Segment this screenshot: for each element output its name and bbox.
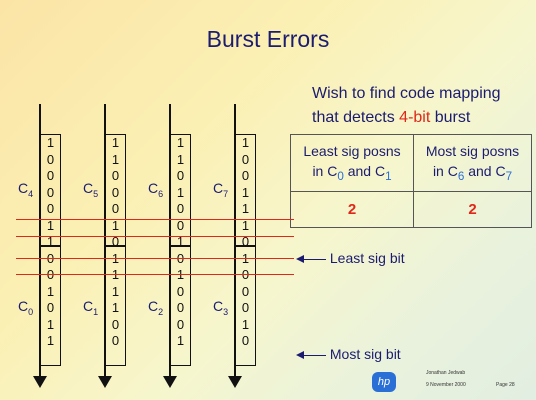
most-sig-arrow: Most sig bit: [296, 346, 401, 362]
bit-value: 0: [111, 333, 120, 348]
bit-value: 0: [236, 267, 255, 284]
bit-value: 0: [46, 300, 55, 315]
bit-value: 0: [176, 316, 185, 332]
column-bottom-label: C2: [148, 298, 164, 317]
bit-value: 0: [111, 234, 120, 249]
burst-line: [16, 219, 294, 220]
arrow-left-icon: [296, 255, 304, 264]
bit-value: 0: [176, 300, 185, 315]
bit-value: 1: [46, 283, 55, 299]
column-bottom-label: C0: [18, 298, 34, 317]
bit-value: 1: [241, 217, 250, 233]
bit-value: 1: [241, 135, 250, 150]
bit-value: 0: [41, 267, 60, 284]
bit-value: 1: [111, 283, 120, 299]
bit-value: 1: [241, 201, 250, 216]
bit-value: 1: [241, 184, 250, 200]
bit-value: 0: [176, 283, 185, 299]
wish-line-1: Wish to find code mapping: [312, 85, 501, 102]
footer-page: Page 28: [496, 382, 515, 388]
most-sig-label: Most sig bit: [329, 346, 401, 362]
bit-value: 0: [46, 201, 55, 216]
bit-column: 1100010111100: [105, 134, 126, 366]
bit-value: 1: [46, 217, 55, 233]
bit-column: 1000011001011: [40, 134, 61, 366]
bit-value: 1: [176, 151, 185, 167]
bit-value: 0: [241, 333, 250, 348]
bit-value: 0: [111, 168, 120, 183]
bit-value: 1: [176, 135, 185, 150]
bit-value: 0: [241, 283, 250, 299]
arrow-down-icon: [228, 376, 242, 388]
bit-value: 0: [241, 234, 250, 249]
bit-value: 0: [111, 201, 120, 216]
bit-value: 1: [46, 135, 55, 150]
column-top-label: C5: [83, 180, 99, 199]
column-divider: [106, 245, 125, 247]
burst-line: [16, 236, 294, 237]
column-divider: [171, 245, 190, 247]
table-value-left: 2: [347, 201, 357, 218]
bit-value: 1: [176, 333, 185, 348]
column-top-label: C6: [148, 180, 164, 199]
burst-line: [16, 274, 294, 275]
column-divider: [41, 245, 60, 247]
hp-logo: hp: [372, 372, 396, 392]
bit-value: 1: [111, 300, 120, 315]
bit-value: 0: [46, 151, 55, 167]
bit-column: 1101001010001: [170, 134, 191, 366]
column-divider: [236, 245, 255, 247]
bit-value: 1: [111, 217, 120, 233]
bit-value: 0: [46, 184, 55, 200]
bit-value: 0: [111, 316, 120, 332]
arrow-down-icon: [33, 376, 47, 388]
bit-value: 1: [46, 316, 55, 332]
bit-value: 1: [241, 316, 250, 332]
bit-value: 1: [171, 267, 190, 284]
bit-value: 1: [176, 184, 185, 200]
bit-value: 0: [176, 168, 185, 183]
bit-value: 1: [111, 151, 120, 167]
arrow-down-icon: [163, 376, 177, 388]
bit-value: 0: [176, 201, 185, 216]
wish-line-2: that detects 4-bit burst: [312, 109, 471, 126]
column-top-label: C7: [213, 180, 229, 199]
burst-line: [16, 258, 294, 259]
bit-value: 0: [241, 151, 250, 167]
arrow-down-icon: [98, 376, 112, 388]
least-sig-label: Least sig bit: [329, 250, 405, 266]
bit-value: 1: [111, 135, 120, 150]
table-divider-vertical: [413, 135, 414, 227]
footer-author: Jonathan Jedwab: [426, 370, 466, 376]
column-bottom-label: C1: [83, 298, 99, 317]
bit-value: 1: [176, 234, 185, 249]
burst-length-highlight: 4-bit: [399, 109, 431, 126]
bit-value: 0: [241, 300, 250, 315]
arrow-left-icon: [296, 351, 304, 360]
bit-value: 1: [46, 333, 55, 348]
table-value-right: 2: [468, 201, 477, 218]
table-header-right: Most sig posns in C6 and C7: [425, 143, 520, 183]
column-top-label: C4: [18, 180, 34, 199]
bit-column: 1001110100010: [235, 134, 256, 366]
wish-text: Wish to find code mapping that detects 4…: [312, 82, 501, 130]
positions-table: Least sig posns in C0 and C1 Most sig po…: [290, 134, 532, 228]
column-bottom-label: C3: [213, 298, 229, 317]
least-sig-arrow: Least sig bit: [296, 250, 405, 266]
slide-title: Burst Errors: [206, 26, 330, 52]
table-header-left: Least sig posns in C0 and C1: [303, 143, 401, 183]
bit-value: 0: [241, 168, 250, 183]
bit-value: 0: [111, 184, 120, 200]
bit-value: 1: [106, 267, 125, 284]
bit-value: 1: [46, 234, 55, 249]
table-divider-horizontal: [291, 191, 531, 192]
bit-value: 0: [176, 217, 185, 233]
footer-date: 9 November 2000: [426, 382, 466, 388]
bit-value: 0: [46, 168, 55, 183]
